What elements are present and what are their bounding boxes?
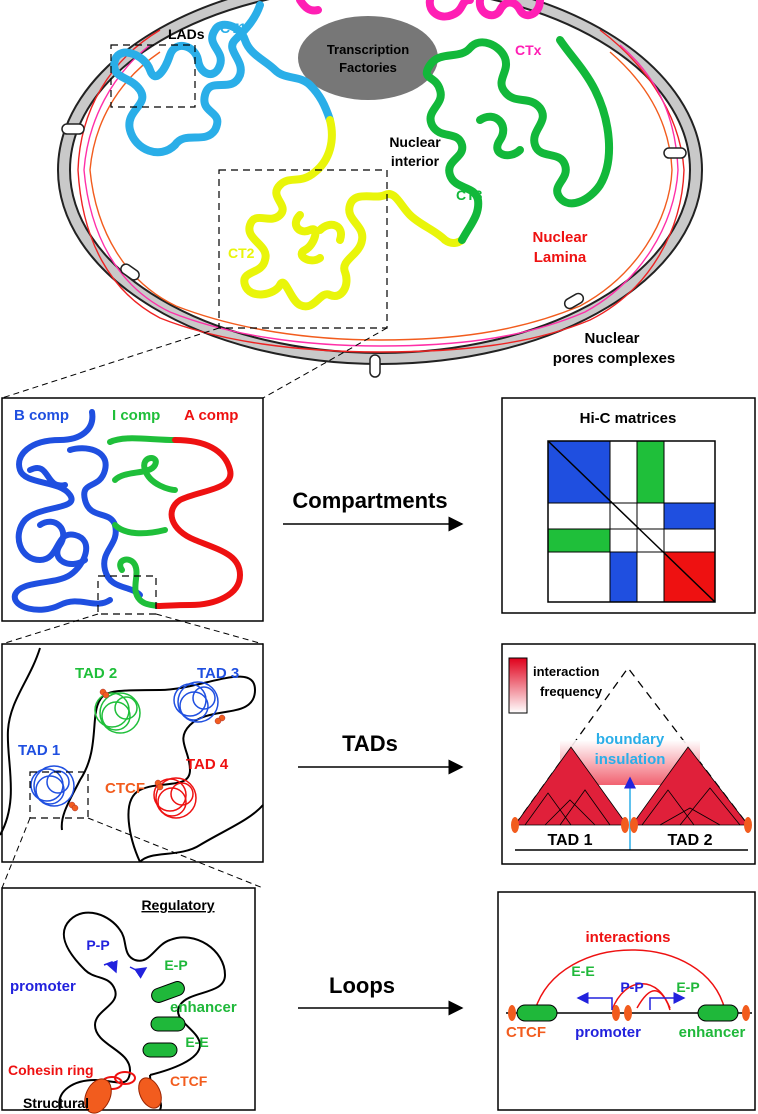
ctcf-boundary-marks [511, 817, 752, 833]
i-comp-label: I comp [112, 407, 160, 424]
tad2-triangle [631, 746, 749, 826]
ctcf-label: CTCF [105, 780, 145, 797]
promoter-arrows [103, 960, 148, 979]
loops-arrow-label: Loops [329, 973, 395, 998]
transcription-factories-label: Transcription [327, 42, 409, 57]
nuclear-interior-label: Nuclear [389, 134, 441, 150]
b-compartment-chromatin-2 [27, 465, 88, 567]
interaction-frequency-legend [508, 657, 528, 714]
tad3-label: TAD 3 [197, 665, 239, 682]
loops-ctcf-label: CTCF [170, 1073, 208, 1089]
b-compartment-chromatin [11, 409, 143, 613]
boundary-label: boundary [596, 731, 665, 748]
ee-label: E-E [185, 1034, 208, 1050]
a-compartment-chromatin [155, 437, 243, 609]
transcription-factories-blob [298, 16, 438, 100]
zoom-line-left-3 [1, 817, 31, 889]
chromosome-territory-ct2 [240, 116, 466, 311]
nuclear-interior-label-2: interior [391, 153, 440, 169]
a-comp-label: A comp [184, 407, 238, 424]
tad2-axis-label: TAD 2 [667, 832, 712, 849]
chromosome-territory-ct1 [110, 1, 334, 157]
scheme-promoters [576, 992, 686, 1010]
right-promoter-label: promoter [575, 1024, 641, 1041]
tad1-label: TAD 1 [18, 742, 60, 759]
tad-loops [30, 681, 219, 819]
interaction-frequency-label-2: frequency [540, 684, 603, 699]
tads-zoom-box [97, 575, 157, 615]
tads-arrow-label: TADs [342, 731, 398, 756]
interaction-frequency-label: interaction [533, 664, 600, 679]
cohesin-ring-label: Cohesin ring [8, 1062, 94, 1078]
loops-zoom-box [29, 771, 89, 819]
zoom-line-right [262, 327, 388, 399]
insulation-label: insulation [595, 751, 666, 768]
ct2-label: CT2 [228, 245, 255, 261]
nuclear-pore-complex [61, 123, 687, 378]
promoter-label: promoter [10, 978, 76, 995]
right-ee-label: E-E [571, 963, 594, 979]
loops-panel: Regulatory Structural promoter P-P E-P e… [1, 887, 756, 1114]
ct3-label: CT3 [456, 187, 483, 203]
ep-label: E-P [164, 957, 187, 973]
nuclear-pores-label: Nuclear [584, 330, 639, 347]
ct1-label: CT1 [220, 20, 247, 36]
chromosome-territory-ct3 [422, 36, 613, 244]
nuclear-lamina-label: Nuclear [532, 229, 587, 246]
compartments-arrow-label: Compartments [292, 488, 447, 513]
zoom-line-right-3 [87, 817, 264, 889]
ct2-zoom-box [218, 169, 388, 329]
scheme-ctcf [508, 1005, 750, 1021]
tads-panel: TAD 2 TAD 3 TAD 1 TAD 4 CTCF TADs intera… [0, 643, 756, 889]
nuclear-lamina-label-2: Lamina [534, 249, 587, 266]
structural-label: Structural [23, 1095, 89, 1111]
chromosome-territory-ctx [296, 0, 544, 21]
ctx-label: CTx [515, 42, 542, 58]
enhancer-elements [142, 981, 186, 1058]
sub-tad-triangles [524, 787, 741, 826]
b-comp-label: B comp [14, 407, 69, 424]
right-ctcf-label: CTCF [506, 1024, 546, 1041]
nucleus-panel: Transcription Factories LADs CT1 CTx Nuc… [1, 0, 703, 399]
right-ep-label: E-P [676, 979, 699, 995]
lads-label: LADs [168, 26, 205, 42]
lads-zoom-box [110, 44, 196, 108]
tad4-label: TAD 4 [186, 756, 229, 773]
chromosome-territory-ct3-folds [476, 112, 524, 160]
i-compartment-chromatin [107, 435, 178, 609]
interaction-arcs [534, 949, 726, 1011]
nuclear-pores-label-2: pores complexes [553, 350, 676, 367]
scheme-enhancers [516, 1004, 739, 1022]
tad1-axis-label: TAD 1 [547, 832, 592, 849]
transcription-factories-label-2: Factories [339, 60, 397, 75]
ctcf-sites [68, 688, 226, 812]
right-enhancer-label: enhancer [679, 1024, 746, 1041]
loops-scheme-box [497, 891, 756, 1111]
ctcf-cohesin [84, 1071, 162, 1114]
pp-label: P-P [86, 937, 109, 953]
interactions-label: interactions [585, 929, 670, 946]
compartments-panel: B comp I comp A comp Compartments Hi-C m… [1, 397, 756, 645]
chromosome-territory-ct2-folds [291, 211, 345, 265]
regulatory-label: Regulatory [141, 897, 214, 913]
zoom-line-left-2 [1, 613, 99, 645]
enhancer-label: enhancer [170, 999, 237, 1016]
zoom-line-left [1, 327, 220, 399]
right-pp-label: P-P [620, 979, 643, 995]
tad2-label: TAD 2 [75, 665, 117, 682]
hic-title: Hi-C matrices [580, 410, 677, 427]
zoom-line-right-2 [155, 613, 264, 645]
hic-matrix [547, 440, 716, 603]
